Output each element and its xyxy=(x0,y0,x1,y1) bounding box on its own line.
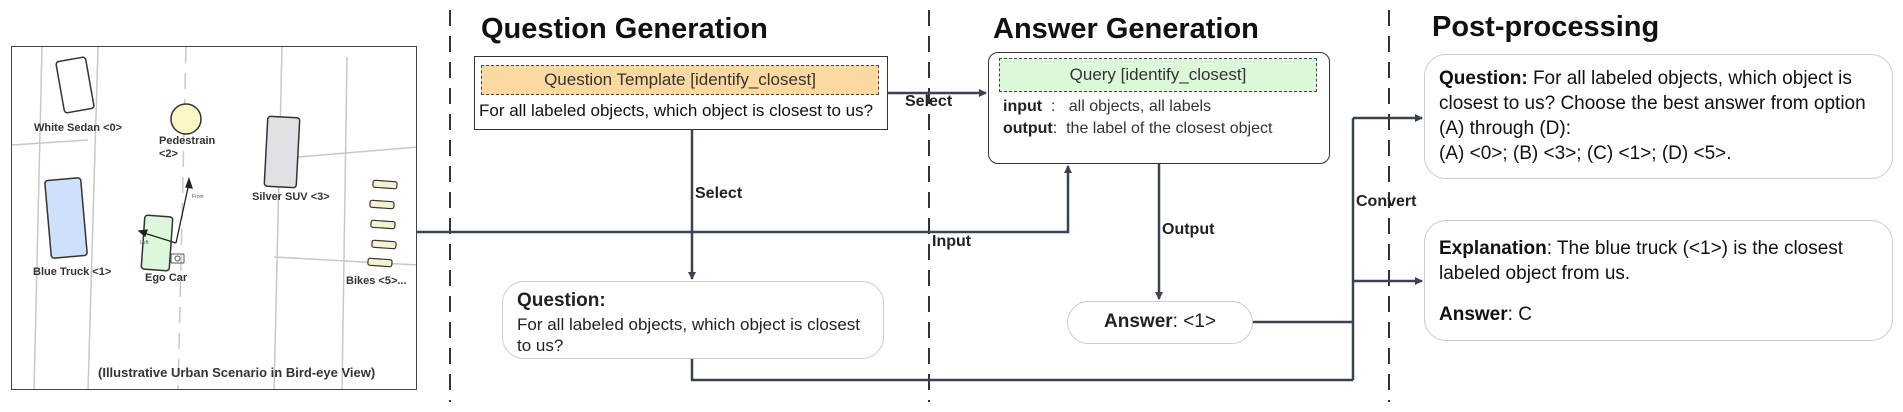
answer-value: : <1> xyxy=(1172,311,1216,332)
header-answer-generation: Answer Generation xyxy=(993,13,1259,45)
query-output-row: output: the label of the closest object xyxy=(1003,120,1273,137)
scene-label-ego-car: Ego Car xyxy=(145,272,188,284)
scene-label-white-sedan: White Sedan <0> xyxy=(34,122,123,134)
label-input: Input xyxy=(932,233,972,250)
scene-label-silver-suv: Silver SUV <3> xyxy=(252,191,330,203)
header-post-processing: Post-processing xyxy=(1432,11,1660,43)
blue-truck-shape xyxy=(44,177,88,259)
answer-label: Answer xyxy=(1104,311,1173,332)
edge-question-to-bus xyxy=(690,359,1353,382)
question-template-box: Question Template [identify_closest] For… xyxy=(474,56,888,130)
scene-caption: (Illustrative Urban Scenario in Bird-eye… xyxy=(98,365,376,380)
header-question-generation: Question Generation xyxy=(481,13,768,45)
road-edge-1 xyxy=(33,47,43,389)
road-edge-3 xyxy=(341,56,348,389)
query-input-label: input xyxy=(1003,98,1043,115)
post-answer-label: Answer xyxy=(1439,304,1508,325)
scene-label-pedestrian: Pedestrain <2> xyxy=(159,135,216,160)
label-output: Output xyxy=(1162,221,1215,238)
scene-label-bikes: Bikes <5>... xyxy=(346,275,407,287)
post-explanation-text: : The blue truck (<1>) is the closest la… xyxy=(1439,238,1844,284)
ego-axis-left-label: Left xyxy=(140,240,149,246)
road-crossing-3 xyxy=(273,256,416,266)
query-output-label: output xyxy=(1003,120,1053,137)
query-output-value: the label of the closest object xyxy=(1066,120,1273,137)
white-sedan-shape xyxy=(55,56,95,114)
label-select-down: Select xyxy=(695,185,743,202)
ego-car-shape xyxy=(140,214,174,272)
query-box: Query [identify_closest] input: all obje… xyxy=(988,52,1330,164)
section-dividers xyxy=(449,10,1390,402)
road-edge-4 xyxy=(273,47,283,389)
generated-question-text: For all labeled objects, which object is… xyxy=(517,315,860,355)
label-convert: Convert xyxy=(1356,193,1417,210)
post-question-text: For all labeled objects, which object is… xyxy=(1439,68,1866,139)
post-question-options: (A) <0>; (B) <3>; (C) <1>; (D) <5>. xyxy=(1439,143,1732,164)
generated-question-box: Question: For all labeled objects, which… xyxy=(502,281,884,359)
query-input-value: all objects, all labels xyxy=(1068,98,1212,115)
ego-front-arrow xyxy=(175,182,190,244)
ego-axis-front-label: Front xyxy=(192,194,204,200)
label-select-right: Select xyxy=(905,93,953,110)
scene-panel: White Sedan <0> Pedestrain <2> Silver SU… xyxy=(11,46,417,390)
post-question-label: Question: xyxy=(1439,68,1528,89)
camera-icon xyxy=(170,253,185,264)
post-question-box: Question: For all labeled objects, which… xyxy=(1424,54,1893,179)
post-explanation-box: Explanation: The blue truck (<1>) is the… xyxy=(1424,220,1893,341)
generated-question-heading: Question: xyxy=(517,290,606,311)
query-input-row: input: all objects, all labels xyxy=(1003,98,1212,115)
post-question-text-block: Question: For all labeled objects, which… xyxy=(1439,66,1885,166)
edge-input xyxy=(417,165,1072,234)
query-title: Query [identify_closest] xyxy=(999,58,1317,92)
road-edge-2 xyxy=(87,47,99,389)
post-explanation-text-block: Explanation: The blue truck (<1>) is the… xyxy=(1439,236,1885,286)
silver-suv-shape xyxy=(263,115,301,189)
ego-left-arrow xyxy=(143,232,177,244)
post-explanation-label: Explanation xyxy=(1439,238,1547,259)
pedestrian-shape xyxy=(170,103,202,135)
scene-drawing xyxy=(12,47,416,389)
post-answer-value: : C xyxy=(1507,304,1532,325)
scene-label-blue-truck: Blue Truck <1> xyxy=(33,266,112,278)
bikes-shape xyxy=(367,179,398,268)
lane-divider xyxy=(177,47,187,389)
question-template-title: Question Template [identify_closest] xyxy=(481,65,879,95)
road-crossing-1 xyxy=(12,139,89,146)
question-template-text: For all labeled objects, which object is… xyxy=(479,101,874,120)
post-answer-row: Answer: C xyxy=(1439,304,1532,326)
answer-box: Answer: <1> xyxy=(1067,301,1253,344)
